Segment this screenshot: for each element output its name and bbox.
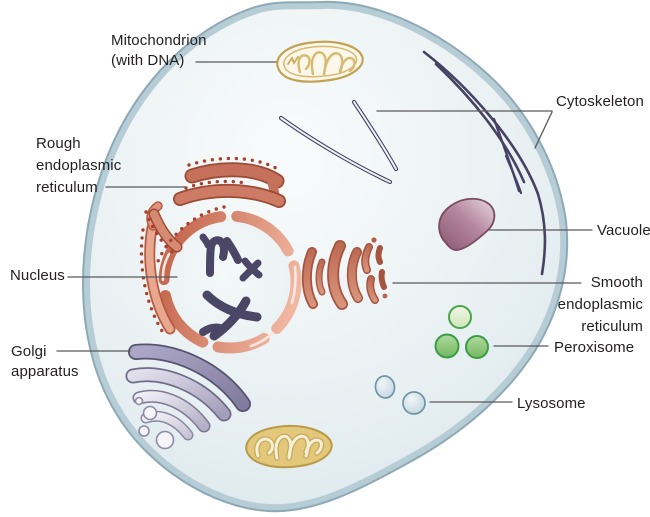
leader-lines (56, 61, 593, 403)
cytoskeleton-microtubules (278, 99, 399, 185)
cell-cytoplasm (83, 2, 567, 511)
nucleoplasm (167, 219, 293, 345)
label-nucleus: Nucleus (10, 267, 65, 284)
label-smooth-er: Smooth endoplasmic reticulum (557, 274, 643, 335)
peroxisome-1 (448, 305, 472, 329)
peroxisome-2 (434, 333, 460, 359)
label-golgi: Golgi apparatus (11, 343, 79, 380)
lysosome-1 (374, 375, 396, 399)
label-rough-er: Rough endoplasmic reticulum (36, 135, 122, 196)
ribosome-dots (139, 156, 283, 336)
mitochondrial-dna (287, 56, 299, 65)
mitochondrion-bottom (245, 425, 333, 469)
nuclear-envelope-slits (161, 252, 297, 348)
mitochondrion-top-cristae (297, 51, 356, 76)
cytoskeleton-filaments (422, 50, 547, 276)
nucleus (144, 201, 302, 354)
mitochondrion-top-inner-membrane (283, 45, 358, 78)
mitochondrion-bottom-cristae (254, 433, 325, 461)
label-vacuole: Vacuole (597, 222, 650, 239)
vacuole-shape (438, 197, 496, 251)
cell-membrane (81, 0, 569, 513)
smooth-endoplasmic-reticulum (301, 237, 388, 310)
peroxisome-3 (465, 335, 489, 359)
label-lysosome: Lysosome (517, 395, 586, 412)
label-mitochondrion: Mitochondrion (with DNA) (111, 32, 207, 69)
rough-endoplasmic-reticulum (139, 156, 286, 336)
lysosome-2 (402, 391, 426, 415)
golgi-vesicles (134, 396, 175, 450)
golgi-apparatus (125, 343, 251, 450)
lysosomes (374, 375, 426, 415)
label-cytoskeleton: Cytoskeleton (556, 93, 644, 110)
mitochondrion-top (276, 40, 364, 83)
leader-cytoskeleton-2 (534, 111, 553, 149)
chromosomes (199, 233, 263, 341)
label-peroxisome: Peroxisome (554, 339, 635, 356)
peroxisomes (434, 305, 489, 359)
